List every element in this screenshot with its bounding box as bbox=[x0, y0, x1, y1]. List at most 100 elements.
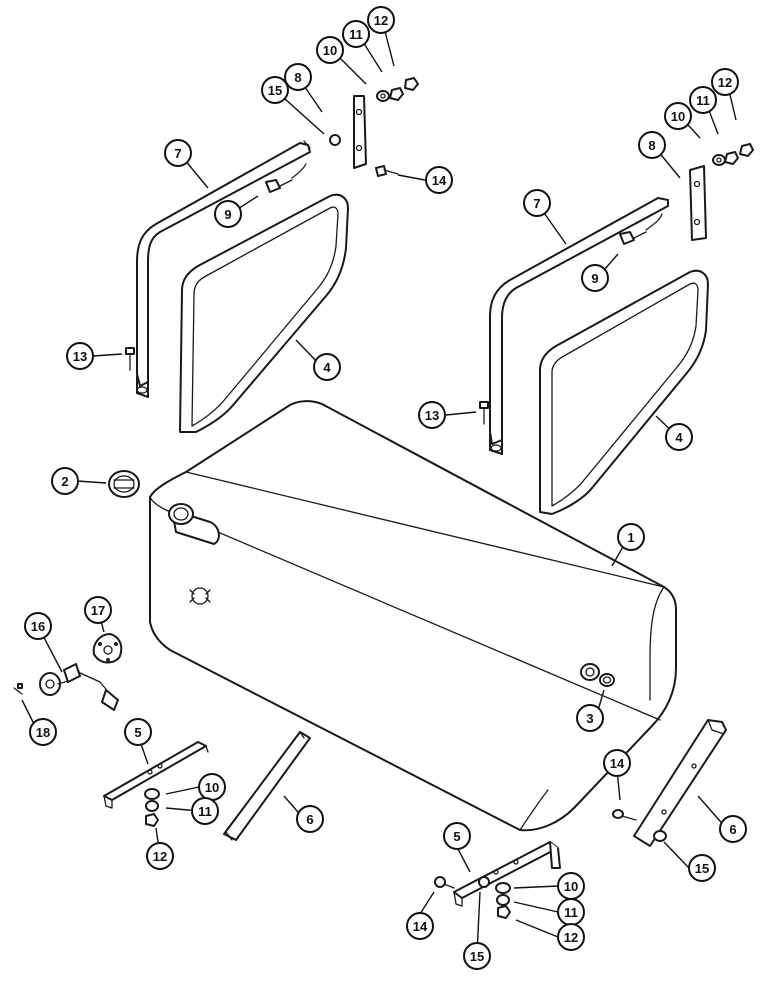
filler-neck bbox=[168, 503, 220, 545]
callout-number: 12 bbox=[374, 13, 388, 28]
callout-5: 5 bbox=[443, 822, 471, 850]
callout-circle bbox=[24, 612, 52, 640]
strap-right bbox=[489, 197, 669, 455]
callout-number: 5 bbox=[453, 829, 460, 844]
callout-9: 9 bbox=[214, 200, 242, 228]
callout-14: 14 bbox=[603, 749, 631, 777]
washer-10-bottom-left bbox=[144, 788, 160, 800]
filler-cap bbox=[108, 470, 140, 498]
callout-circle bbox=[711, 68, 739, 96]
callout-circle bbox=[124, 718, 152, 746]
washer-10-top-right bbox=[712, 154, 726, 166]
callout-4: 4 bbox=[313, 353, 341, 381]
callout-number: 15 bbox=[268, 83, 282, 98]
callout-14: 14 bbox=[425, 166, 453, 194]
callout-circle bbox=[316, 36, 344, 64]
callout-circle bbox=[164, 139, 192, 167]
bolt-13-left bbox=[125, 347, 135, 371]
callout-number: 4 bbox=[675, 430, 683, 445]
callout-15: 15 bbox=[688, 854, 716, 882]
callout-circle bbox=[617, 523, 645, 551]
callout-10: 10 bbox=[316, 36, 344, 64]
callout-number: 10 bbox=[564, 879, 578, 894]
callout-11: 11 bbox=[191, 797, 219, 825]
callout-10: 10 bbox=[664, 102, 692, 130]
bolt-9-left bbox=[265, 163, 307, 193]
washer-15-bottom-right bbox=[478, 876, 490, 888]
callout-number: 5 bbox=[134, 725, 141, 740]
callout-number: 10 bbox=[671, 109, 685, 124]
callout-circle bbox=[51, 467, 79, 495]
callout-circle bbox=[284, 63, 312, 91]
callout-14: 14 bbox=[406, 912, 434, 940]
callout-number: 9 bbox=[591, 271, 598, 286]
callout-circle bbox=[214, 200, 242, 228]
nut-11-bottom-right bbox=[496, 894, 510, 906]
strap-4-right bbox=[539, 269, 709, 515]
bolt-9-right bbox=[619, 213, 663, 245]
callout-number: 11 bbox=[564, 905, 578, 920]
strap-4-left bbox=[179, 193, 349, 433]
callout-8: 8 bbox=[638, 131, 666, 159]
callout-number: 10 bbox=[323, 43, 337, 58]
callout-10: 10 bbox=[557, 872, 585, 900]
callout-7: 7 bbox=[164, 139, 192, 167]
callout-circle bbox=[557, 923, 585, 951]
callout-11: 11 bbox=[557, 898, 585, 926]
bolt-13-right bbox=[479, 401, 489, 425]
callout-circle bbox=[425, 166, 453, 194]
callout-circle bbox=[313, 353, 341, 381]
sender-unit-16 bbox=[39, 663, 119, 711]
support-6-right bbox=[633, 719, 727, 847]
callout-number: 17 bbox=[91, 603, 105, 618]
callout-number: 4 bbox=[323, 360, 331, 375]
nut-11-top-right bbox=[724, 151, 739, 165]
washer-10-top-left bbox=[376, 90, 390, 102]
callout-16: 16 bbox=[24, 612, 52, 640]
callout-number: 11 bbox=[696, 93, 710, 108]
callout-circle bbox=[406, 912, 434, 940]
callout-number: 9 bbox=[224, 207, 231, 222]
bolt-14-bottom-left bbox=[434, 876, 455, 889]
callout-13: 13 bbox=[66, 342, 94, 370]
bracket-5-left bbox=[103, 741, 209, 809]
callout-number: 13 bbox=[73, 349, 87, 364]
callout-circle bbox=[29, 718, 57, 746]
callout-circle bbox=[66, 342, 94, 370]
callout-layer: 1234455667788991010101011111111121212121… bbox=[24, 6, 747, 970]
callout-13: 13 bbox=[418, 401, 446, 429]
nut-12-bottom-right bbox=[497, 905, 511, 919]
callout-number: 8 bbox=[294, 70, 301, 85]
callout-3: 3 bbox=[576, 704, 604, 732]
nut-12-top-left bbox=[404, 77, 419, 91]
callout-circle bbox=[665, 423, 693, 451]
drain-plug bbox=[599, 673, 615, 687]
callout-number: 1 bbox=[627, 530, 634, 545]
callout-7: 7 bbox=[523, 189, 551, 217]
callout-2: 2 bbox=[51, 467, 79, 495]
callout-12: 12 bbox=[557, 923, 585, 951]
callout-number: 6 bbox=[729, 822, 736, 837]
callout-number: 11 bbox=[349, 27, 363, 42]
support-6-left bbox=[223, 731, 311, 841]
callout-15: 15 bbox=[261, 76, 289, 104]
callout-6: 6 bbox=[296, 805, 324, 833]
callout-6: 6 bbox=[719, 815, 747, 843]
callout-circle bbox=[581, 264, 609, 292]
bolt-14-bottom-right bbox=[612, 809, 637, 821]
callout-number: 13 bbox=[425, 408, 439, 423]
callout-circle bbox=[688, 854, 716, 882]
callout-8: 8 bbox=[284, 63, 312, 91]
callout-circle bbox=[296, 805, 324, 833]
callout-1: 1 bbox=[617, 523, 645, 551]
callout-12: 12 bbox=[146, 842, 174, 870]
callout-10: 10 bbox=[198, 773, 226, 801]
callout-circle bbox=[367, 6, 395, 34]
callout-number: 8 bbox=[648, 138, 655, 153]
callout-number: 7 bbox=[533, 196, 540, 211]
callout-circle bbox=[689, 86, 717, 114]
callout-5: 5 bbox=[124, 718, 152, 746]
nut-12-top-right bbox=[739, 143, 754, 157]
